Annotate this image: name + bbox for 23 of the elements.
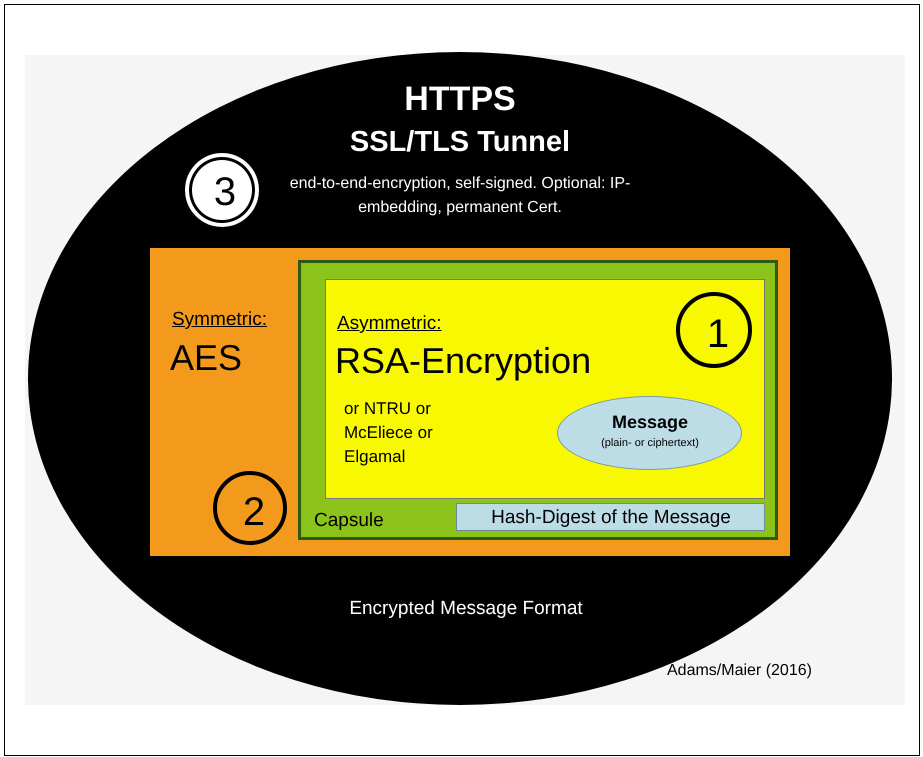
algorithm-name: RSA-Encryption bbox=[335, 340, 592, 382]
hash-digest-box bbox=[456, 503, 765, 531]
capsule-panel bbox=[298, 260, 778, 540]
category-label: Symmetric: bbox=[172, 309, 267, 331]
message-note: (plain- or ciphertext) bbox=[601, 437, 699, 450]
hash-label: Hash-Digest of the Message bbox=[491, 507, 731, 529]
alternatives-list: or NTRU or McEliece or Elgamal bbox=[344, 397, 459, 469]
heading: HTTPS bbox=[404, 80, 516, 120]
number-circle bbox=[676, 292, 752, 368]
symmetric-panel bbox=[150, 248, 790, 556]
number-label: 2 bbox=[242, 489, 266, 535]
number-circle bbox=[213, 471, 287, 545]
format-label: Encrypted Message Format bbox=[349, 598, 583, 620]
algorithm-name: AES bbox=[170, 337, 242, 378]
message-label: Message bbox=[612, 412, 688, 433]
capsule-label: Capsule bbox=[314, 510, 384, 532]
credit-text: Adams/Maier (2016) bbox=[667, 662, 812, 680]
number-label: 3 bbox=[214, 169, 236, 215]
category-label: Asymmetric: bbox=[337, 313, 442, 335]
number-label: 1 bbox=[706, 311, 730, 357]
subheading: SSL/TLS Tunnel bbox=[350, 126, 570, 160]
asymmetric-panel bbox=[325, 279, 765, 499]
description-text: end-to-end-encryption, self-signed. Optional: IP-embedding, permanent Cert. bbox=[288, 174, 632, 218]
